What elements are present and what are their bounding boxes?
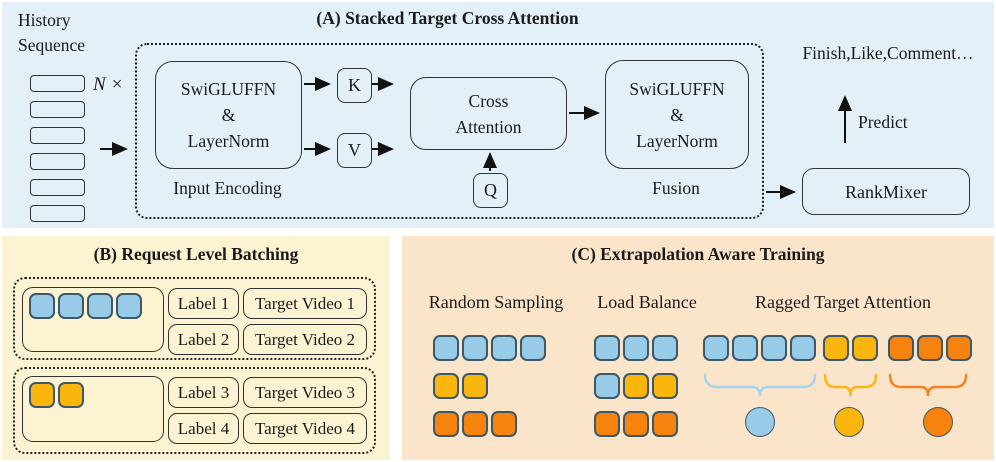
history-token bbox=[30, 75, 85, 92]
cross-attention-box: Cross Attention bbox=[410, 77, 567, 150]
q-box: Q bbox=[473, 173, 508, 208]
label-box: Label 2 bbox=[168, 324, 239, 355]
predict-label: Predict bbox=[858, 112, 908, 132]
history-token bbox=[30, 179, 85, 196]
token-square-blue bbox=[433, 335, 459, 361]
token-square-orange bbox=[462, 411, 488, 437]
panel-extrapolation-aware-training: (C) Extrapolation Aware Training Random … bbox=[402, 236, 994, 460]
history-token bbox=[30, 127, 85, 144]
request-group-1 bbox=[13, 277, 376, 360]
k-box: K bbox=[337, 68, 372, 103]
brace-yellow-icon bbox=[823, 373, 878, 397]
panel-a-title: (A) Stacked Target Cross Attention bbox=[316, 8, 579, 28]
times-symbol: × bbox=[111, 74, 123, 95]
token-square-orange bbox=[946, 335, 972, 361]
load-balance-row-3 bbox=[594, 411, 678, 437]
target-video-box: Target Video 1 bbox=[243, 288, 367, 319]
token-square-blue bbox=[594, 335, 620, 361]
token-square-blue bbox=[761, 335, 787, 361]
request-1-sequence-box bbox=[22, 287, 164, 352]
ragged-group-blue bbox=[703, 335, 816, 361]
token-square-blue bbox=[703, 335, 729, 361]
fusion-encoder-box: SwiGLUFFN & LayerNorm bbox=[605, 60, 749, 169]
random-sampling-row-2 bbox=[433, 373, 488, 399]
token-square-yellow bbox=[652, 373, 678, 399]
label-box: Label 1 bbox=[168, 288, 239, 319]
token-square-blue bbox=[462, 335, 488, 361]
token-square-orange bbox=[594, 411, 620, 437]
random-sampling-label: Random Sampling bbox=[428, 292, 564, 312]
token-square-blue bbox=[87, 293, 113, 319]
token-square-blue bbox=[29, 293, 55, 319]
token-square-yellow bbox=[852, 335, 878, 361]
load-balance-label: Load Balance bbox=[597, 292, 697, 312]
pooled-circle-yellow bbox=[834, 407, 864, 437]
brace-blue-icon bbox=[703, 373, 817, 397]
history-token-stack bbox=[30, 75, 85, 222]
v-box: V bbox=[337, 133, 372, 168]
token-square-orange bbox=[888, 335, 914, 361]
pooled-circle-blue bbox=[745, 407, 775, 437]
token-square-blue bbox=[58, 293, 84, 319]
stacked-layer-dotted-box bbox=[135, 43, 764, 219]
prediction-targets-label: Finish,Like,Comment… bbox=[802, 43, 974, 63]
input-encoder-box: SwiGLUFFN & LayerNorm bbox=[155, 61, 302, 169]
label-box: Label 3 bbox=[168, 377, 239, 408]
label-box: Label 4 bbox=[168, 413, 239, 444]
input-encoding-label: Input Encoding bbox=[173, 178, 282, 198]
request-1-tokens bbox=[29, 293, 142, 319]
panel-request-level-batching: (B) Request Level Batching Label 1 Targe… bbox=[2, 236, 390, 460]
history-token bbox=[30, 205, 85, 222]
load-balance-row-2 bbox=[594, 373, 678, 399]
random-sampling-row-1 bbox=[433, 335, 546, 361]
token-square-orange bbox=[623, 411, 649, 437]
token-square-orange bbox=[652, 411, 678, 437]
token-square-blue bbox=[520, 335, 546, 361]
target-video-box: Target Video 3 bbox=[243, 377, 367, 408]
panel-stacked-target-cross-attention: (A) Stacked Target Cross Attention Histo… bbox=[2, 2, 994, 228]
rankmixer-box: RankMixer bbox=[802, 168, 970, 215]
token-square-yellow bbox=[433, 373, 459, 399]
pooled-circle-orange bbox=[923, 407, 953, 437]
n-times-label: N× bbox=[93, 74, 122, 96]
token-square-yellow bbox=[623, 373, 649, 399]
history-token bbox=[30, 153, 85, 170]
request-2-sequence-box bbox=[22, 376, 164, 442]
token-square-blue bbox=[732, 335, 758, 361]
token-square-yellow bbox=[462, 373, 488, 399]
fusion-label: Fusion bbox=[652, 178, 700, 198]
target-video-box: Target Video 2 bbox=[243, 324, 367, 355]
token-square-orange bbox=[917, 335, 943, 361]
pooled-circles bbox=[745, 407, 953, 437]
panel-c-title: (C) Extrapolation Aware Training bbox=[571, 244, 825, 264]
request-group-2 bbox=[13, 367, 376, 454]
token-square-blue bbox=[491, 335, 517, 361]
token-square-orange bbox=[433, 411, 459, 437]
ragged-group-orange bbox=[888, 335, 972, 361]
token-square-blue bbox=[652, 335, 678, 361]
token-square-yellow bbox=[823, 335, 849, 361]
random-sampling-row-3 bbox=[433, 411, 517, 437]
brace-orange-icon bbox=[888, 373, 968, 397]
panel-b-title: (B) Request Level Batching bbox=[93, 244, 299, 264]
request-2-tokens bbox=[29, 382, 84, 408]
history-sequence-label: History Sequence bbox=[18, 10, 86, 56]
load-balance-row-1 bbox=[594, 335, 678, 361]
token-square-blue bbox=[594, 373, 620, 399]
token-square-blue bbox=[116, 293, 142, 319]
n-symbol: N bbox=[93, 74, 106, 95]
token-square-blue bbox=[623, 335, 649, 361]
target-video-box: Target Video 4 bbox=[243, 413, 367, 444]
history-token bbox=[30, 101, 85, 118]
token-square-orange bbox=[491, 411, 517, 437]
token-square-blue bbox=[790, 335, 816, 361]
token-square-yellow bbox=[29, 382, 55, 408]
token-square-yellow bbox=[58, 382, 84, 408]
ragged-group-yellow bbox=[823, 335, 878, 361]
ragged-target-attention-label: Ragged Target Attention bbox=[754, 292, 932, 312]
